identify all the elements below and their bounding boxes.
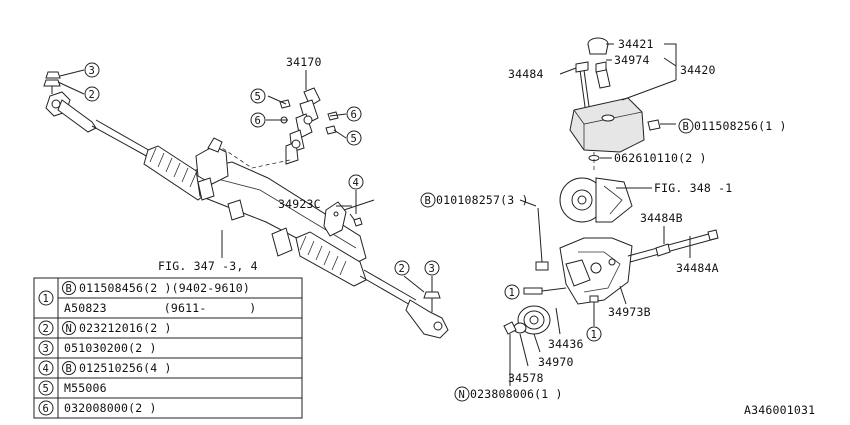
svg-text:4: 4 — [353, 177, 360, 189]
legend-row-1-text: 011508456(2 )(9402-9610) — [79, 281, 250, 295]
svg-text:B: B — [66, 283, 73, 295]
callout-34578: 34578 — [508, 371, 544, 385]
callout-34421: 34421 — [618, 37, 654, 51]
svg-text:6: 6 — [43, 403, 50, 415]
callout-34970: 34970 — [538, 355, 574, 369]
marker-B-010108257: B — [420, 192, 436, 208]
marker-5-upper: 5 — [250, 88, 266, 104]
legend-row-2-text: A50823 (9611- ) — [64, 301, 256, 315]
marker-5-right: 5 — [346, 130, 362, 146]
diagram-code: A346001031 — [744, 403, 815, 417]
svg-text:5: 5 — [351, 133, 358, 145]
legend-row-7-text: 032008000(2 ) — [64, 401, 157, 415]
marker-1-lower: 1 — [586, 326, 602, 342]
marker-1-left: 1 — [504, 284, 520, 300]
callout-34974: 34974 — [614, 53, 650, 67]
callout-010108257: 010108257(3 ) — [436, 193, 529, 207]
marker-2-right: 2 — [394, 260, 410, 276]
legend-key-5: 5 — [38, 380, 54, 396]
callout-062610110: 062610110(2 ) — [614, 151, 707, 165]
svg-text:6: 6 — [255, 115, 262, 127]
callout-34484B: 34484B — [640, 211, 683, 225]
legend-key-1: 1 — [38, 290, 54, 306]
marker-N-023808006: N — [454, 386, 470, 402]
svg-text:N: N — [66, 323, 73, 335]
callout-34436: 34436 — [548, 337, 584, 351]
legend-key-6: 6 — [38, 400, 54, 416]
svg-text:5: 5 — [255, 91, 262, 103]
legend-prefix-N-row3: N — [62, 321, 76, 335]
callout-34484: 34484 — [508, 67, 544, 81]
legend-key-3: 3 — [38, 340, 54, 356]
callout-34484A: 34484A — [676, 261, 719, 275]
legend-key-2: 2 — [38, 320, 54, 336]
circle-markers: 3 2 5 6 6 5 4 2 3 B B 1 1 N — [84, 62, 694, 402]
callout-023808006: 023808006(1 ) — [470, 387, 563, 401]
svg-text:1: 1 — [509, 287, 516, 299]
marker-6-right: 6 — [346, 106, 362, 122]
svg-text:4: 4 — [43, 363, 50, 375]
svg-text:3: 3 — [89, 65, 96, 77]
callout-34973B: 34973B — [608, 305, 651, 319]
legend-table: 1 2 3 4 5 6 B N B 011508456(2 )(9402-961… — [33, 277, 303, 419]
svg-text:N: N — [459, 389, 466, 401]
svg-text:2: 2 — [43, 323, 50, 335]
callout-34923C: 34923C — [278, 197, 321, 211]
marker-3-right: 3 — [424, 260, 440, 276]
steering-gearbox-drawing — [43, 71, 449, 339]
legend-row-5-text: 012510256(4 ) — [79, 361, 172, 375]
steering-joint-drawing — [221, 70, 339, 169]
svg-text:6: 6 — [351, 109, 358, 121]
callout-34170: 34170 — [286, 55, 322, 69]
marker-6-left: 6 — [250, 112, 266, 128]
legend-row-4-text: 051030200(2 ) — [64, 341, 157, 355]
right-leaders — [559, 43, 677, 101]
svg-text:2: 2 — [399, 263, 406, 275]
marker-4: 4 — [348, 174, 364, 190]
legend-prefix-B-row1: B — [62, 281, 76, 295]
svg-text:B: B — [425, 195, 432, 207]
svg-text:3: 3 — [429, 263, 436, 275]
legend-row-3-text: 023212016(2 ) — [79, 321, 172, 335]
svg-text:B: B — [66, 363, 73, 375]
marker-2-top-left: 2 — [84, 86, 100, 102]
legend-row-6-text: M55006 — [64, 381, 107, 395]
pump-assembly-drawing — [503, 37, 719, 386]
marker-B-011508256: B — [678, 118, 694, 134]
callouts: 34170 34923C FIG. 347 -3, 4 34421 34484 … — [158, 37, 787, 401]
svg-text:1: 1 — [591, 329, 598, 341]
svg-text:3: 3 — [43, 343, 50, 355]
left-leaders — [57, 69, 433, 293]
callout-fig-347: FIG. 347 -3, 4 — [158, 259, 258, 273]
svg-text:1: 1 — [43, 293, 50, 305]
marker-3-top-left: 3 — [84, 62, 100, 78]
svg-text:B: B — [683, 121, 690, 133]
callout-011508256: 011508256(1 ) — [694, 119, 787, 133]
legend-prefix-B-row5: B — [62, 361, 76, 375]
callout-fig-348: FIG. 348 -1 — [654, 181, 732, 195]
legend-key-4: 4 — [38, 360, 54, 376]
callout-34420: 34420 — [680, 63, 716, 77]
svg-text:2: 2 — [89, 89, 96, 101]
svg-text:5: 5 — [43, 383, 50, 395]
